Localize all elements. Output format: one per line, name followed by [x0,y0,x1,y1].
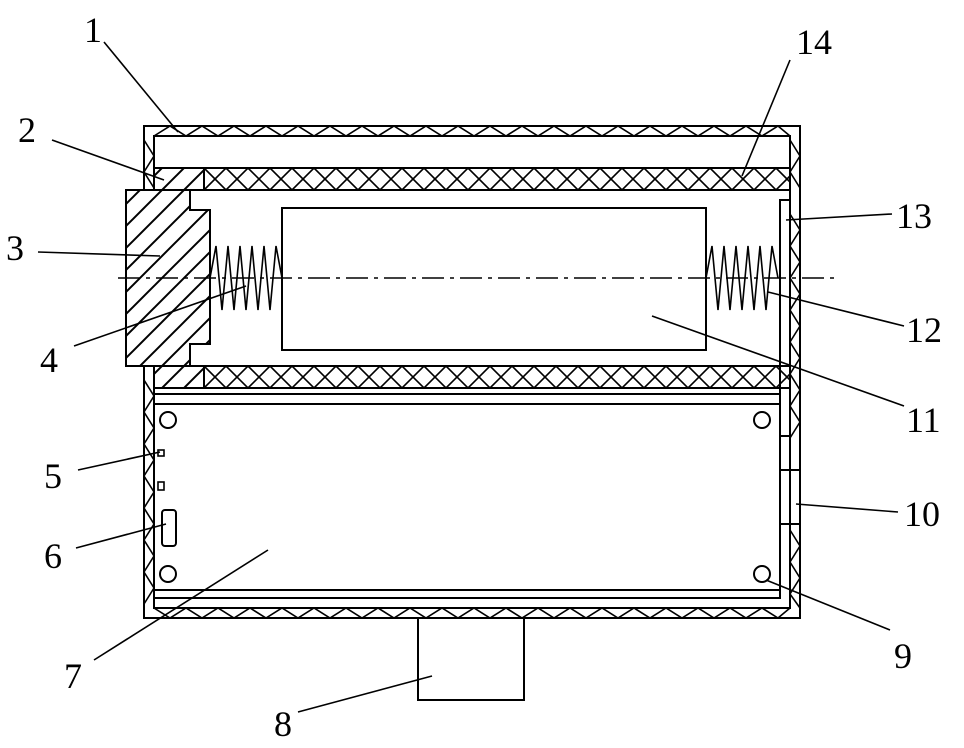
mounting-hole [754,566,770,582]
gasket-bottom [154,366,204,388]
bottom-connector [418,618,524,700]
circuit-board [154,394,780,598]
label-12: 12 [906,310,942,350]
label-8: 8 [274,704,292,744]
label-2: 2 [18,110,36,150]
label-6: 6 [44,536,62,576]
label-11: 11 [906,400,941,440]
label-5: 5 [44,456,62,496]
switch [162,510,176,546]
labels: 1 2 3 4 5 6 7 8 9 10 11 12 13 14 [6,10,942,744]
right-plate [780,200,790,436]
label-13: 13 [896,196,932,236]
sample-cylinder [282,208,706,350]
label-7: 7 [64,656,82,696]
label-4: 4 [40,340,58,380]
label-9: 9 [894,636,912,676]
label-1: 1 [84,10,102,50]
label-10: 10 [904,494,940,534]
label-14: 14 [796,22,832,62]
indicator-light-2 [158,482,164,490]
label-3: 3 [6,228,24,268]
